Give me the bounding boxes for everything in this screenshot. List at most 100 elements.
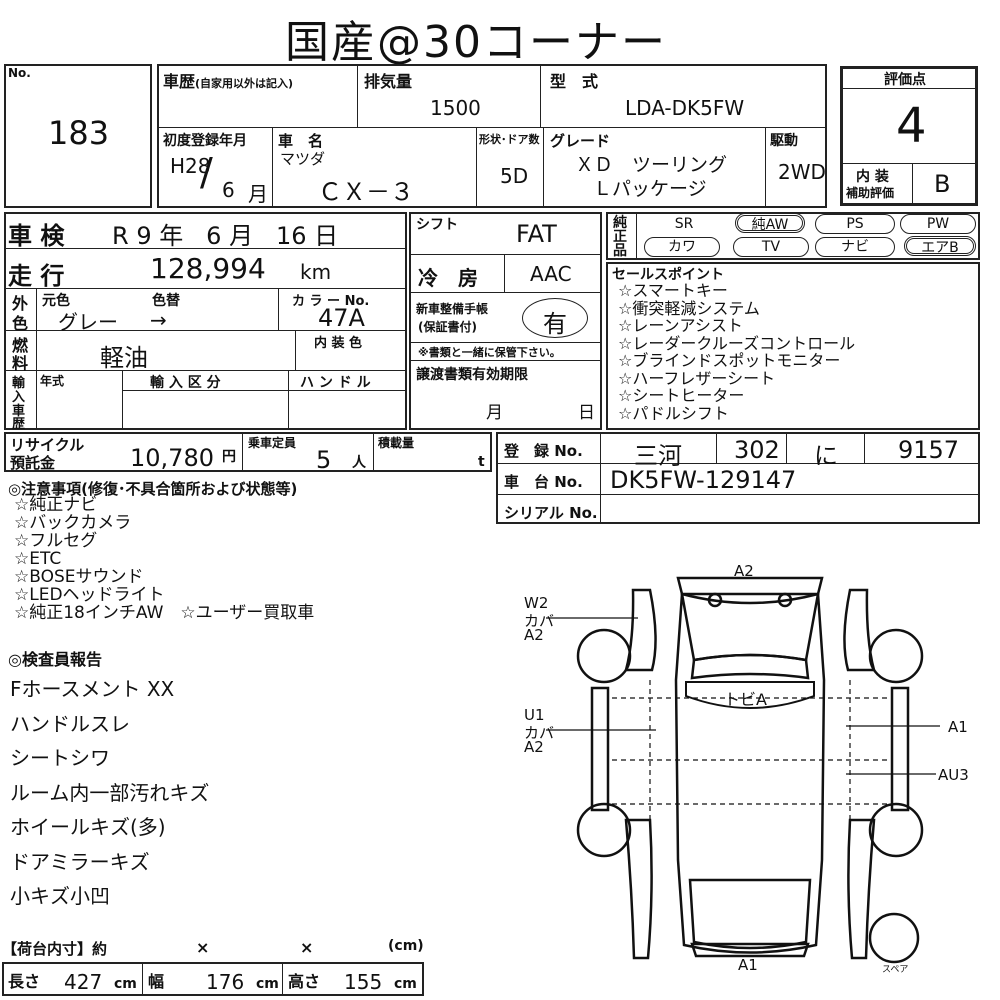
inspection-year: 9: [136, 222, 152, 250]
interior-color-label: 内 装 色: [314, 336, 363, 351]
fuel-value: 軽油: [100, 344, 148, 372]
score-label: 評価点: [884, 72, 926, 88]
width-unit: cm: [256, 976, 279, 992]
load-label: 積載量: [378, 436, 415, 450]
note-item: ☆純正18インチAW ☆ユーザー買取車: [14, 603, 315, 623]
lot-number: 183: [48, 114, 110, 152]
drive-value: 2WD: [778, 160, 826, 184]
score-value: 4: [896, 98, 927, 154]
recycle-value: 10,780: [130, 444, 214, 472]
ac-label: 冷 房: [418, 266, 478, 290]
left-doors-shape: [590, 686, 610, 812]
left-front-damage-code-1: W2: [524, 594, 549, 612]
rear-bumper-shape: [690, 942, 810, 958]
exterior-color-value: グレー: [58, 310, 118, 334]
sales-points-list: ☆スマートキー ☆衝突軽減システム ☆レーンアシスト ☆レーダークルーズコントロ…: [618, 282, 855, 422]
capacity-value: 5: [316, 446, 332, 474]
recycle-unit: 円: [222, 449, 236, 465]
genuine-item-leather: カワ: [644, 237, 720, 257]
sales-point-item: ☆衝突軽減システム: [618, 298, 760, 318]
inspector-item: 小キズ小凹: [10, 884, 110, 908]
left-front-damage-code-3: A2: [524, 626, 544, 644]
genuine-label-1: 純: [613, 215, 627, 231]
import-label-4: 歴: [12, 417, 26, 432]
exterior-label-1: 外: [12, 294, 29, 313]
car-name-value: ＣＸ－３: [318, 178, 414, 206]
warranty-label-2: (保証書付): [418, 320, 477, 334]
import-handle-label: ハ ン ド ル: [300, 375, 371, 391]
chassis-label: 車 台 No.: [504, 473, 583, 491]
note-item: ☆LEDヘッドライト: [14, 585, 165, 605]
serial-label: シリアル No.: [504, 504, 598, 522]
genuine-item-ps: PS: [815, 214, 895, 234]
model-value: LDA-DK5FW: [625, 96, 745, 120]
right-front-wheel-icon: [868, 628, 924, 684]
history-label: 車歴(自家用以外は記入): [163, 68, 293, 92]
inspector-item: シートシワ: [10, 746, 110, 770]
genuine-item-sr: SR: [674, 216, 694, 232]
note-item: ☆BOSEサウンド: [14, 567, 144, 587]
color-no-label: カ ラ ー No.: [292, 294, 370, 309]
recycle-label-2: 預託金: [10, 454, 56, 472]
grade-line1: ＸＤ ツーリング: [575, 154, 728, 176]
inspector-item: ハンドルスレ: [10, 711, 130, 736]
color-change-arrow: →: [150, 308, 167, 332]
ac-value: AAC: [530, 262, 572, 286]
color-change-label: 色替: [152, 293, 180, 309]
width-value: 176: [206, 970, 245, 994]
width-label: 幅: [148, 972, 165, 991]
inspector-item: ルーム内一部汚れキズ: [10, 780, 210, 805]
registration-class: 302: [734, 436, 780, 464]
transfer-docs-label: 譲渡書類有効期限: [416, 367, 528, 383]
registration-number: 9157: [898, 436, 960, 464]
inspection-row: 車 検: [8, 216, 64, 251]
rear-window-shape: [690, 653, 810, 680]
doors-value: 5D: [500, 164, 529, 188]
height-unit: cm: [394, 976, 417, 992]
genuine-item-pw: PW: [900, 214, 976, 234]
length-label: 長さ: [8, 972, 41, 991]
inspection-era: R: [112, 222, 129, 250]
mileage-unit: km: [300, 260, 332, 284]
sales-points-block: [606, 262, 980, 430]
left-rear-damage-code-1: U1: [524, 706, 545, 724]
genuine-item-tv: TV: [733, 237, 809, 257]
note-item: ☆バックカメラ: [14, 513, 132, 533]
cargo-unit: (cm): [388, 938, 424, 954]
right-front-damage-label: A1: [948, 718, 968, 736]
color-no-value: 47A: [318, 304, 365, 332]
notes-heading: ◎注意事項(修復･不具合箇所および状態等): [8, 480, 298, 498]
transfer-docs-month: 月: [486, 403, 503, 423]
sales-point-item: ☆レーンアシスト: [618, 316, 743, 335]
registration-block: [496, 432, 980, 524]
import-year-label: 年式: [40, 374, 65, 388]
drive-label: 駆動: [770, 133, 798, 149]
registration-kana: に: [814, 442, 838, 470]
spare-tire-icon: [868, 912, 920, 964]
cargo-times-1: ×: [196, 938, 210, 957]
height-value: 155: [344, 970, 383, 994]
inspection-label: 車 検: [8, 222, 65, 250]
import-label-1: 輸: [12, 376, 26, 391]
front-damage-label: A2: [734, 562, 754, 580]
left-front-damage-code-2: カバ: [524, 612, 555, 630]
note-item: ☆ETC: [14, 549, 62, 569]
rear-hatch-shape: [688, 878, 812, 950]
score-box: [840, 66, 978, 206]
inspection-day-unit: 日: [314, 222, 339, 250]
left-rear-damage-code-3: A2: [524, 738, 544, 756]
inspection-month: 6: [206, 222, 222, 250]
doors-label: 形状･ドア数: [479, 133, 540, 146]
genuine-item-alloy-wheels: 純AW: [735, 213, 805, 233]
car-damage-diagram: [546, 576, 940, 964]
import-label-2: 入: [12, 390, 26, 405]
inspection-day: 16: [275, 222, 307, 250]
car-maker: マツダ: [280, 150, 326, 168]
history-note: (自家用以外は記入): [195, 77, 294, 90]
shift-ac-block: [409, 212, 602, 430]
first-reg-month: 6: [222, 178, 235, 202]
registration-region: 三河: [634, 442, 682, 470]
first-reg-year: H28: [170, 154, 211, 178]
fuel-label-1: 燃: [12, 336, 29, 355]
mileage-label: 走 行: [8, 262, 65, 290]
